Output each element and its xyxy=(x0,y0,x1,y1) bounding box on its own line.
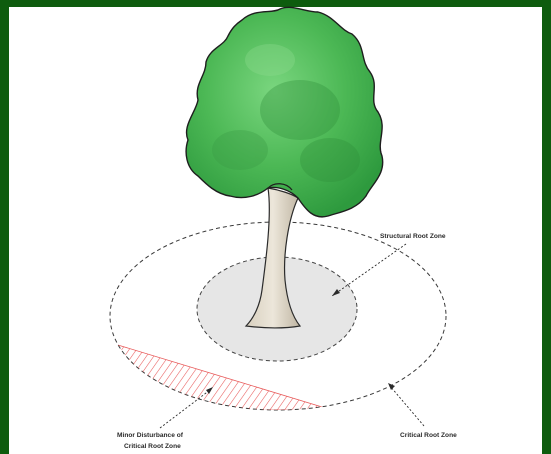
structural-root-zone-leader xyxy=(332,244,406,296)
minor-disturbance-leader xyxy=(160,390,210,428)
structural-root-zone-label: Structural Root Zone xyxy=(380,233,446,240)
critical-root-zone-label: Critical Root Zone xyxy=(400,432,457,439)
critical-root-zone-leader xyxy=(390,386,424,426)
critical-root-zone-arrowhead xyxy=(388,383,395,390)
minor-disturbance-label-line2: Critical Root Zone xyxy=(124,443,181,450)
minor-disturbance-label-line1: Minor Disturbance of xyxy=(117,432,184,439)
